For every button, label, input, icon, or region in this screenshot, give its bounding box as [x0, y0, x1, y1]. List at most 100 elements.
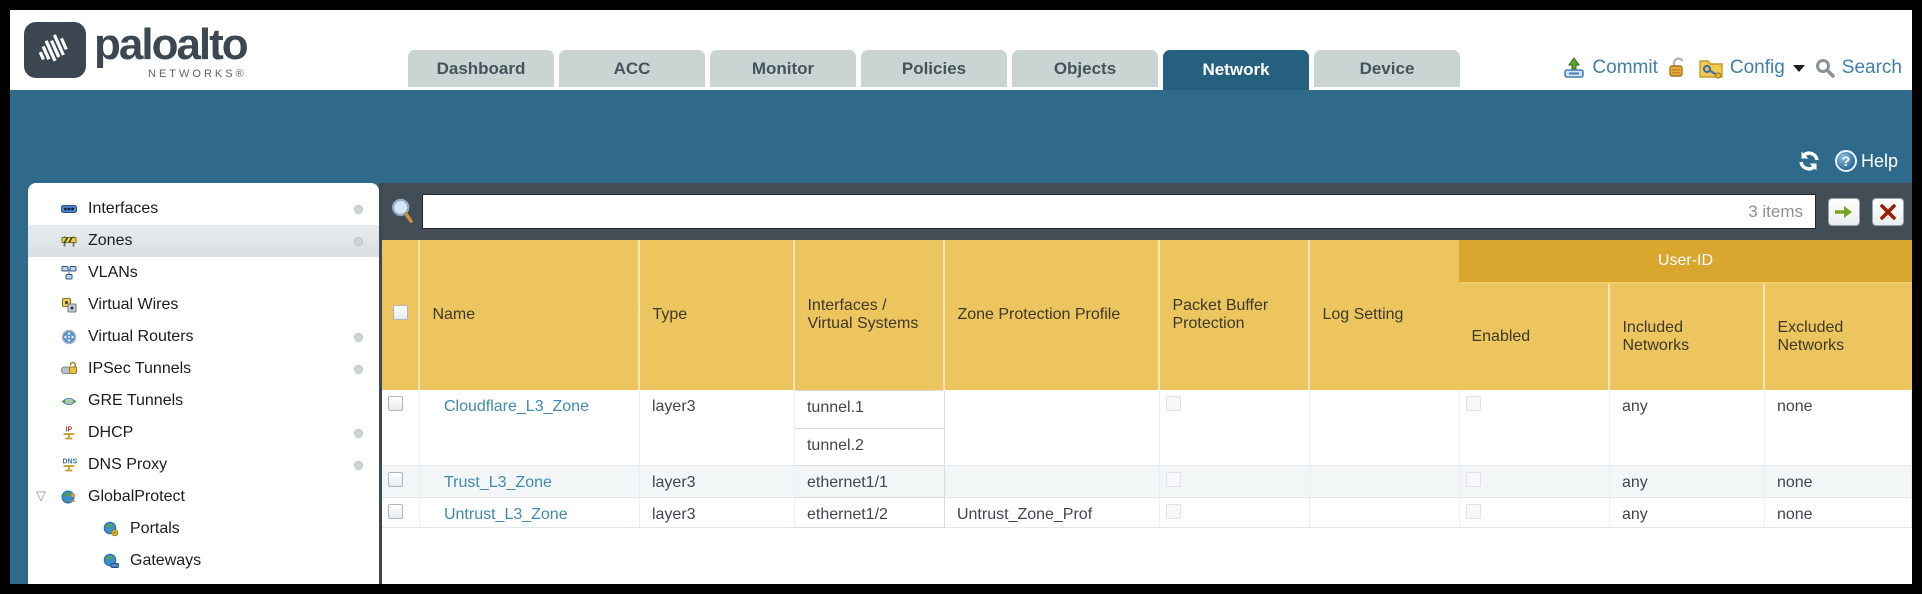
- packet-buffer-checkbox[interactable]: [1165, 471, 1181, 487]
- dns-icon-text: DNS: [63, 459, 78, 466]
- row-checkbox[interactable]: [388, 396, 404, 411]
- col-header-excluded-networks[interactable]: Excluded Networks: [1763, 283, 1912, 390]
- refresh-button[interactable]: [1797, 149, 1821, 173]
- item-count-label: 3 items: [1748, 201, 1803, 221]
- globalprotect-icon: [58, 488, 80, 506]
- zone-type-cell: layer3: [639, 390, 795, 466]
- clear-filter-button[interactable]: [1872, 197, 1904, 226]
- tab-acc[interactable]: ACC: [559, 50, 705, 87]
- top-action-links: Commit: [1562, 56, 1902, 80]
- zones-table: Name Type Interfaces / Virtual Systems Z…: [382, 240, 1912, 528]
- virtual-routers-icon: [58, 328, 80, 346]
- row-checkbox[interactable]: [388, 503, 404, 519]
- included-networks-cell: any: [1609, 497, 1765, 528]
- col-header-log-setting[interactable]: Log Setting: [1308, 240, 1460, 390]
- table-row: tunnel.2: [382, 427, 1911, 466]
- zone-protection-cell: [944, 390, 1160, 466]
- zone-name-link[interactable]: Trust_L3_Zone: [443, 473, 552, 491]
- network-sidebar: Interfaces Zones VLANs Vir: [28, 183, 380, 584]
- sidebar-item-ipsec-tunnels[interactable]: IPSec Tunnels: [28, 353, 379, 385]
- config-menu-button[interactable]: Config: [1698, 56, 1805, 80]
- sidebar-item-interfaces[interactable]: Interfaces: [28, 193, 379, 225]
- packet-buffer-cell: [1159, 465, 1310, 498]
- chevron-down-icon: [1792, 64, 1805, 72]
- packet-buffer-checkbox[interactable]: [1165, 396, 1181, 411]
- zone-interface-cell: tunnel.2: [793, 427, 945, 466]
- dhcp-icon: IP: [58, 424, 80, 442]
- log-setting-cell: [1309, 465, 1460, 498]
- zone-name-cell: Untrust_L3_Zone: [419, 497, 640, 528]
- content-area: Interfaces Zones VLANs Vir: [10, 183, 1912, 584]
- table-row: Untrust_L3_Zone layer3 ethernet1/2 Untru…: [382, 496, 1912, 528]
- sidebar-item-dns-proxy[interactable]: DNS DNS Proxy: [28, 449, 379, 481]
- user-id-enabled-checkbox[interactable]: [1465, 396, 1481, 411]
- packet-buffer-checkbox[interactable]: [1165, 503, 1181, 519]
- expander-triangle-icon[interactable]: ▽: [36, 488, 46, 503]
- status-dot: [354, 461, 364, 470]
- interfaces-icon: [58, 200, 80, 218]
- zone-interface-cell: ethernet1/1: [793, 464, 945, 498]
- tab-policies[interactable]: Policies: [861, 50, 1007, 87]
- col-header-interfaces[interactable]: Interfaces / Virtual Systems: [793, 240, 945, 390]
- filter-toolbar: 3 items: [382, 183, 1912, 240]
- zone-name-link[interactable]: Untrust_L3_Zone: [443, 505, 568, 523]
- tab-device[interactable]: Device: [1314, 50, 1460, 87]
- panos-web-ui: paloalto NETWORKS® Dashboard ACC Monitor…: [10, 10, 1912, 584]
- lock-button[interactable]: [1667, 56, 1689, 80]
- col-header-included-networks[interactable]: Included Networks: [1608, 283, 1765, 390]
- col-header-packet-buffer-protection[interactable]: Packet Buffer Protection: [1158, 240, 1310, 390]
- col-header-enabled[interactable]: Enabled: [1459, 283, 1610, 390]
- status-dot: [354, 205, 364, 214]
- zone-interface-cell: tunnel.1: [793, 389, 945, 429]
- table-row: Trust_L3_Zone layer3 ethernet1/1 any non…: [382, 464, 1912, 498]
- col-group-user-id: User-ID: [1459, 240, 1912, 284]
- included-networks-cell: any: [1609, 465, 1765, 498]
- global-search-button[interactable]: Search: [1814, 57, 1902, 79]
- ipsec-tunnels-icon: [58, 360, 80, 378]
- user-id-enabled-checkbox[interactable]: [1465, 471, 1481, 487]
- sidebar-item-gre-tunnels[interactable]: GRE Tunnels: [28, 385, 379, 417]
- tab-objects[interactable]: Objects: [1012, 50, 1158, 87]
- row-checkbox[interactable]: [388, 471, 404, 487]
- zone-name-link[interactable]: Cloudflare_L3_Zone: [443, 398, 589, 415]
- sidebar-item-portals[interactable]: Portals: [28, 513, 379, 545]
- row-select-cell: [382, 497, 420, 528]
- excluded-networks-cell: none: [1764, 465, 1912, 498]
- sidebar-item-vlans[interactable]: VLANs: [28, 257, 379, 289]
- zone-type-cell: layer3: [639, 497, 795, 528]
- col-header-zone-protection-profile[interactable]: Zone Protection Profile: [943, 240, 1160, 390]
- teal-banner: ? Help: [10, 90, 1912, 183]
- brand-sub: NETWORKS®: [148, 68, 247, 80]
- apply-filter-button[interactable]: [1828, 197, 1860, 226]
- tab-network[interactable]: Network: [1163, 50, 1309, 90]
- sidebar-item-zones[interactable]: Zones: [28, 225, 380, 257]
- tab-dashboard[interactable]: Dashboard: [408, 50, 554, 87]
- user-id-enabled-checkbox[interactable]: [1465, 503, 1481, 519]
- zone-protection-cell: [944, 465, 1160, 498]
- zone-protection-cell: Untrust_Zone_Prof: [944, 497, 1160, 528]
- sidebar-item-gateways[interactable]: Gateways: [28, 545, 379, 577]
- sidebar-item-dhcp[interactable]: IP DHCP: [28, 417, 379, 449]
- sidebar-item-globalprotect[interactable]: ▽ GlobalProtect: [36, 488, 185, 506]
- packet-buffer-cell: [1159, 497, 1310, 528]
- excluded-networks-cell: none: [1764, 497, 1912, 528]
- status-dot: [354, 333, 364, 342]
- sidebar-item-virtual-wires[interactable]: Virtual Wires: [28, 289, 379, 321]
- commit-icon: [1562, 56, 1586, 80]
- portals-icon: [100, 520, 122, 538]
- filter-magnifier-icon: [390, 197, 416, 227]
- col-header-name[interactable]: Name: [418, 240, 640, 390]
- commit-button[interactable]: Commit: [1562, 56, 1658, 80]
- packet-buffer-cell: [1159, 390, 1310, 466]
- dhcp-icon-text: IP: [66, 427, 73, 434]
- col-header-type[interactable]: Type: [638, 240, 795, 390]
- excluded-networks-cell: none: [1764, 390, 1912, 466]
- sidebar-item-virtual-routers[interactable]: Virtual Routers: [28, 321, 379, 353]
- select-all-checkbox[interactable]: [392, 305, 408, 320]
- help-button[interactable]: ? Help: [1834, 150, 1898, 172]
- search-icon: [1814, 57, 1836, 79]
- tab-monitor[interactable]: Monitor: [710, 50, 856, 87]
- top-bar: paloalto NETWORKS® Dashboard ACC Monitor…: [10, 10, 1912, 90]
- zone-filter-input[interactable]: [423, 195, 1749, 228]
